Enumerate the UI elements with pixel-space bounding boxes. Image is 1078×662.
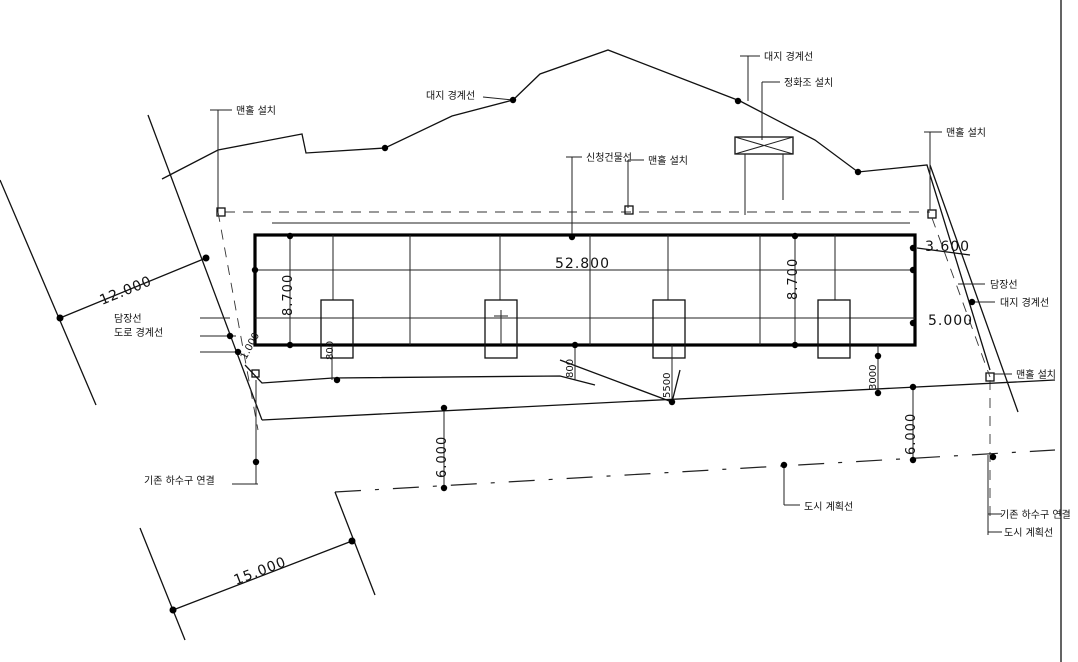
entrance-1: [320, 299, 354, 359]
label-city-plan-center: 도시 계획선: [804, 501, 853, 513]
left-road-line-outer: [0, 179, 97, 406]
label-manhole-center: 맨홀 설치: [648, 154, 688, 167]
dim-gap-right: 3000: [868, 365, 879, 390]
right-boundary-line: [929, 164, 1019, 413]
label-road-boundary: 도로 경계선: [114, 326, 163, 339]
label-fence-right: 담장선: [990, 279, 1018, 291]
label-boundary-top-right: 대지 경계선: [764, 50, 813, 63]
dim-gap-center: 800: [565, 359, 576, 378]
label-manhole-right-top: 맨홀 설치: [946, 126, 986, 139]
dim-road-width-right: 6.000: [904, 413, 919, 455]
building-outline: [253, 233, 917, 347]
front-line: [244, 364, 596, 386]
dim-building-length: 52.800: [555, 256, 610, 272]
dim-gap-bottom-left: 800: [325, 341, 336, 360]
dim-building-width-right: 8.700: [786, 258, 801, 300]
septic-tank: [734, 136, 794, 155]
entrance-4: [817, 299, 851, 359]
label-manhole-right-bottom: 맨홀 설치: [1016, 368, 1056, 381]
label-manhole-left: 맨홀 설치: [236, 104, 276, 117]
manhole-left: [216, 207, 226, 217]
label-sewer-left: 기존 하수구 연결: [144, 474, 215, 487]
city-plan-line: [334, 449, 1056, 493]
road-edge-line: [261, 379, 1056, 421]
dim-road-width-left: 12.000: [98, 273, 155, 308]
right-fence-line: [916, 247, 971, 256]
label-septic-tank: 정화조 설치: [784, 77, 833, 89]
label-building-line: 신청건물선: [586, 152, 632, 164]
left-road-line-inner: [147, 114, 263, 421]
label-sewer-right: 기존 하수구 연결: [1000, 508, 1071, 521]
dimension-line-15000: [172, 540, 353, 611]
label-boundary-top-left: 대지 경계선: [426, 89, 475, 102]
bottom-left-road-edge: [334, 491, 376, 596]
dim-road-width-center: 6.000: [435, 436, 450, 478]
label-boundary-right: 대지 경계선: [1000, 296, 1049, 309]
label-fence-left: 담장선: [114, 313, 142, 325]
entrance-2: [484, 299, 518, 359]
dim-building-width-left: 8.700: [281, 274, 296, 316]
label-city-plan-right: 도시 계획선: [1004, 527, 1053, 539]
survey-points: [226, 96, 997, 492]
site-boundary-line: [161, 49, 991, 371]
dimension-line-12000: [59, 257, 207, 319]
manhole-center: [624, 205, 634, 215]
sewer-line-left: [217, 211, 259, 431]
dim-setback-right: 5.000: [928, 313, 973, 329]
manhole-right-top: [927, 209, 937, 219]
bottom-road-outer: [139, 527, 186, 641]
dim-setback-top-right: 3.600: [925, 239, 970, 255]
dim-gap-center-low: 5500: [662, 373, 673, 398]
entrance-3: [652, 299, 686, 359]
dim-road-width-bottom: 15.000: [232, 554, 289, 589]
